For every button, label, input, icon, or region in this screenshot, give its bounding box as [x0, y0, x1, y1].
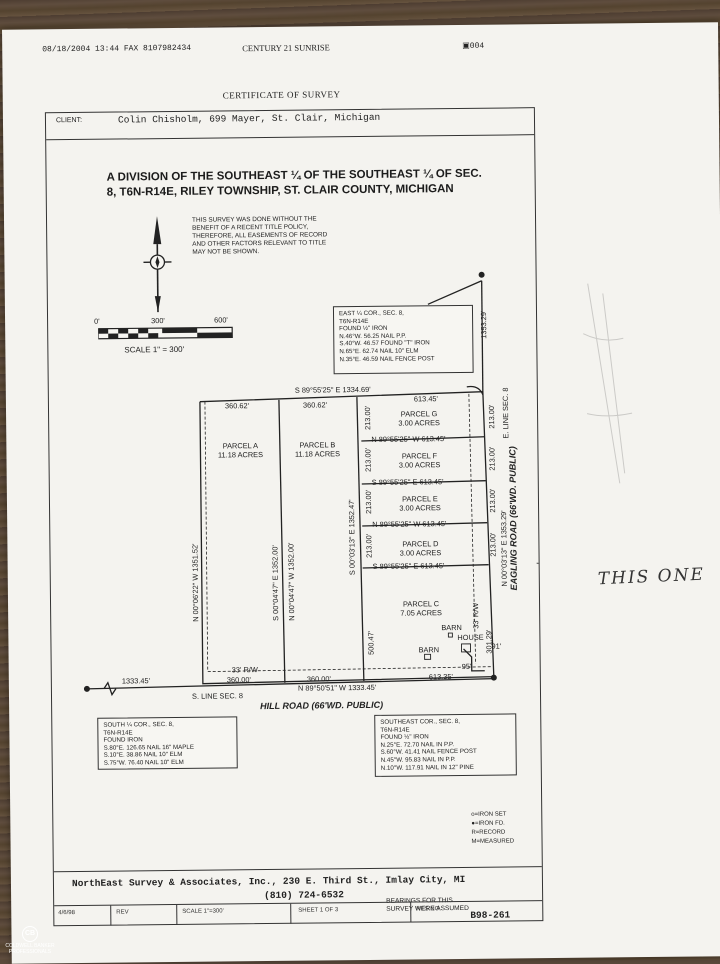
legend-iron-found: ●=IRON FD.: [471, 819, 514, 828]
east-parcel-f-depth: 213.00': [487, 447, 496, 471]
fax-header-left: 08/18/2004 13:44 FAX 8107982434: [42, 44, 191, 55]
parcel-c-depth: 500.47': [366, 631, 375, 655]
east-line-sec-8: E. LINE SEC. 8: [501, 388, 511, 439]
parcel-b-area: 11.18 ACRES: [289, 449, 345, 459]
parcel-g-depth: 213.00': [363, 406, 372, 430]
parcel-d-area: 3.00 ACRES: [392, 548, 448, 558]
parcel-a-west-bearing: N 00°06'22" W 1351.52': [190, 543, 200, 621]
legend: o=IRON SET ●=IRON FD. R=RECORD M=MEASURE…: [471, 810, 514, 846]
line-d-c-label: S 89°55'25" E 613.45': [373, 561, 445, 571]
dim-95-label: 95': [462, 662, 472, 671]
south-parcel-a-length: 360.00': [227, 675, 251, 684]
parcel-c-area: 7.05 ACRES: [393, 608, 449, 618]
south-line-sec-8: S. LINE SEC. 8: [192, 691, 243, 701]
fax-header-page: ▣004: [462, 41, 484, 51]
parcel-d-label: PARCEL D 3.00 ACRES: [392, 539, 448, 558]
line-g-f-label: N 89°55'25" W 613.45': [371, 434, 445, 444]
title-block-job-number: B98-261: [470, 909, 510, 920]
north-line-label: S 89°55'25" E 1334.69': [295, 385, 371, 395]
parcel-f-label: PARCEL F 3.00 ACRES: [391, 451, 447, 470]
parcel-f-depth: 213.00': [363, 448, 372, 472]
eagling-road-label: EAGLING ROAD (66'WD. PUBLIC): [507, 446, 519, 590]
parcel-d-depth: 213.00': [364, 534, 373, 558]
survey-frame: CLIENT: Colin Chisholm, 699 Mayer, St. C…: [45, 107, 543, 926]
parcel-e-label: PARCEL E 3.00 ACRES: [392, 494, 448, 513]
parcel-a-label: PARCEL A 11.18 ACRES: [212, 441, 268, 460]
title-block-rev: REV: [116, 909, 128, 915]
south-line-bearing: N 89°50'51" W 1333.45': [298, 683, 376, 693]
parcel-c-label: PARCEL C 7.05 ACRES: [393, 599, 449, 618]
certificate-title: CERTIFICATE OF SURVEY: [223, 89, 341, 100]
east-parcel-d-depth: 213.00': [488, 533, 497, 557]
south-parcel-c-length: 613.35': [429, 672, 453, 681]
logo-line-2: PROFESSIONALS: [2, 949, 58, 955]
barn-label-upper: BARN: [441, 623, 462, 632]
south-west-length: 1333.45': [122, 676, 150, 685]
parcel-a-east-bearing: S 00°04'47" E 1352.00': [270, 545, 280, 621]
title-block-date: 4/6/98: [58, 910, 75, 916]
title-block-sheet: SHEET 1 OF 3: [298, 907, 338, 913]
east-upper-length: 1353.29': [479, 311, 488, 339]
plat-linework: [46, 108, 542, 925]
parcel-b-east-bearing: N 00°04'47" W 1352.00': [286, 542, 296, 620]
firm-name: NorthEast Survey & Associates, Inc., 230…: [72, 874, 465, 889]
barn-label-lower: BARN: [418, 645, 439, 654]
line-f-e-label: S 89°55'25" E 613.45': [372, 477, 444, 487]
parcel-e-depth: 213.00': [364, 490, 373, 514]
south-right-of-way: 33' R/W: [232, 665, 258, 674]
north-parcel-b-length: 360.62': [303, 400, 327, 409]
east-right-of-way: 33' R/W: [471, 603, 480, 629]
legend-iron-set: o=IRON SET: [471, 810, 514, 819]
pencil-marks: [578, 273, 640, 504]
legend-measured: M=MEASURED: [472, 837, 515, 846]
title-block-row: 4/6/98 REV SCALE 1"=300' SHEET 1 OF 3 NE…: [54, 900, 542, 926]
legend-record: R=RECORD: [471, 828, 514, 837]
parcel-f-area: 3.00 ACRES: [392, 460, 448, 470]
north-parcel-g-length: 613.45': [414, 394, 438, 403]
south-parcel-b-length: 360.00': [307, 674, 331, 683]
handwritten-annotation: THIS ONE: [597, 565, 705, 590]
dim-91-label: 91': [491, 642, 501, 651]
east-parcel-g-depth: 213.00': [487, 405, 496, 429]
title-block-scale: SCALE 1"=300': [182, 908, 224, 914]
parcel-g-area: 3.00 ACRES: [391, 418, 447, 428]
parcel-c-west-bearing: S 00°03'13" E 1352.47': [347, 499, 357, 575]
parcel-a-area: 11.18 ACRES: [212, 450, 268, 460]
brokerage-logo: CB COLDWELL BANKER PROFESSIONALS: [2, 926, 58, 960]
north-parcel-a-length: 360.62': [225, 401, 249, 410]
firm-phone: (810) 724-6532: [264, 889, 344, 901]
house-label: HOUSE: [457, 633, 483, 642]
east-parcel-e-depth: 213.00': [488, 489, 497, 513]
parcel-b-label: PARCEL B 11.18 ACRES: [289, 440, 345, 459]
parcel-e-area: 3.00 ACRES: [392, 503, 448, 513]
coldwell-banker-logo-icon: CB: [22, 926, 38, 942]
hill-road-label: HILL ROAD (66'WD. PUBLIC): [260, 700, 383, 711]
survey-document-page: 08/18/2004 13:44 FAX 8107982434 CENTURY …: [2, 22, 720, 963]
parcel-g-label: PARCEL G 3.00 ACRES: [391, 409, 447, 428]
line-e-d-label: N 89°55'25" W 613.45': [372, 519, 446, 529]
title-block-job-label: NES NO.: [416, 906, 441, 912]
fax-header-center: CENTURY 21 SUNRISE: [242, 42, 330, 53]
